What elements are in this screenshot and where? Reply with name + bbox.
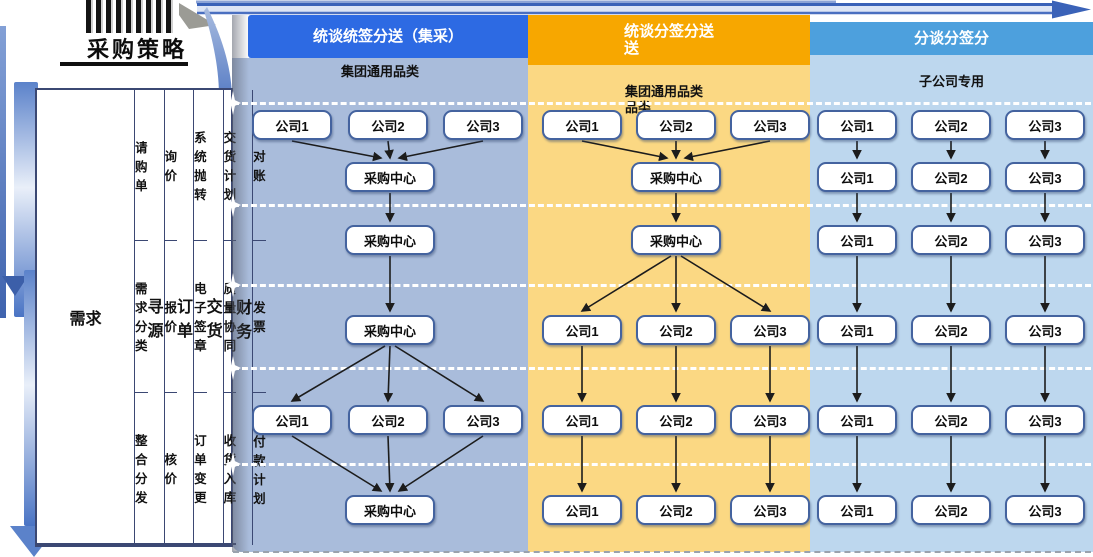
stage-item-label: 请购单: [135, 90, 148, 242]
company-box: 公司1: [542, 110, 622, 140]
company-box: 公司1: [817, 110, 897, 140]
panel-2-header-label: 统谈分签分送 送: [623, 23, 714, 57]
procurement-center-box: 采购中心: [345, 162, 435, 192]
company-box: 公司3: [730, 110, 810, 140]
stage-item-label: 整合分发: [135, 393, 148, 545]
company-box: 公司1: [817, 405, 897, 435]
stage-divider-dashed: [233, 204, 1091, 207]
stage-group-label: 寻源: [147, 90, 165, 545]
top-arrow-head: [1052, 0, 1091, 19]
stage-group-label: 需求: [37, 90, 135, 545]
stage-item-label: 对账: [253, 90, 266, 242]
company-box: 公司3: [1005, 495, 1085, 525]
company-box: 公司2: [348, 110, 428, 140]
swoosh-decoration: [204, 7, 232, 95]
title-underline: [60, 62, 188, 66]
company-box: 公司3: [730, 405, 810, 435]
company-box: 公司2: [911, 162, 991, 192]
stage-divider-dashed: [233, 284, 1091, 287]
panel-1-subtitle: 集团通用品类: [340, 64, 419, 79]
company-box: 公司2: [911, 495, 991, 525]
company-box: 公司2: [911, 225, 991, 255]
company-box: 公司1: [817, 225, 897, 255]
stage-divider-dashed: [233, 102, 1091, 105]
panel-1-header-label: 统谈统签分送（集采）: [312, 28, 463, 45]
stage-item-label: 系统抛转: [194, 90, 207, 242]
panel-3-subtitle: 子公司专用: [918, 74, 984, 89]
title-glitch-decoration: [86, 0, 176, 33]
stage-item-label: 电子签章: [194, 241, 207, 393]
panel-3-header: 分谈分签分: [810, 22, 1093, 55]
left-edge-strip: [0, 26, 6, 318]
stage-item-label: 核价: [164, 393, 178, 545]
panel-1-left-shadow: [232, 15, 249, 552]
fold-wedge: [179, 3, 216, 29]
company-box: 公司2: [348, 405, 428, 435]
procurement-center-box: 采购中心: [345, 495, 435, 525]
stage-divider-dashed: [233, 367, 1091, 370]
company-box: 公司3: [443, 110, 523, 140]
stage-item-label: 需求分类: [135, 241, 148, 393]
procurement-center-box: 采购中心: [345, 225, 435, 255]
procurement-center-box: 采购中心: [631, 225, 721, 255]
company-box: 公司2: [636, 405, 716, 435]
stage-divider-dashed: [233, 463, 1091, 466]
top-flow-arrow: [196, 0, 1091, 19]
stage-item-label: 订单变更: [194, 393, 207, 545]
company-box: 公司2: [636, 110, 716, 140]
company-box: 公司2: [636, 315, 716, 345]
company-box: 公司1: [252, 405, 332, 435]
company-box: 公司1: [817, 162, 897, 192]
stage-item-label: 报价: [164, 241, 178, 393]
company-box: 公司1: [542, 315, 622, 345]
company-box: 公司3: [443, 405, 523, 435]
company-box: 公司3: [1005, 315, 1085, 345]
company-box: 公司1: [817, 315, 897, 345]
panel-3-header-label: 分谈分签分: [913, 30, 989, 47]
company-box: 公司2: [911, 110, 991, 140]
company-box: 公司3: [1005, 225, 1085, 255]
company-box: 公司2: [636, 495, 716, 525]
company-box: 公司3: [730, 315, 810, 345]
company-box: 公司3: [1005, 405, 1085, 435]
procurement-center-box: 采购中心: [631, 162, 721, 192]
stage-group-label: 交货: [206, 90, 224, 545]
page-title: 采购策略: [86, 37, 187, 62]
bottom-dashed-border: [233, 551, 1091, 553]
stage-item-label: 发票: [253, 241, 266, 393]
company-box: 公司2: [911, 405, 991, 435]
top-arrow-light-band: [196, 0, 836, 4]
company-box: 公司1: [817, 495, 897, 525]
panel-1-header: 统谈统签分送（集采）: [248, 15, 528, 58]
company-box: 公司3: [730, 495, 810, 525]
company-box: 公司1: [542, 405, 622, 435]
process-stage-table: 需求请购单需求分类整合分发寻源询价报价核价订单系统抛转电子签章订单变更交货交货计…: [35, 88, 266, 547]
stage-group-label: 订单: [177, 90, 195, 545]
company-box: 公司3: [1005, 162, 1085, 192]
company-box: 公司1: [252, 110, 332, 140]
procurement-center-box: 采购中心: [345, 315, 435, 345]
panel-2-header: 统谈分签分送 送: [528, 15, 810, 65]
stage-item-label: 询价: [164, 90, 178, 242]
company-box: 公司2: [911, 315, 991, 345]
company-box: 公司1: [542, 495, 622, 525]
company-box: 公司3: [1005, 110, 1085, 140]
